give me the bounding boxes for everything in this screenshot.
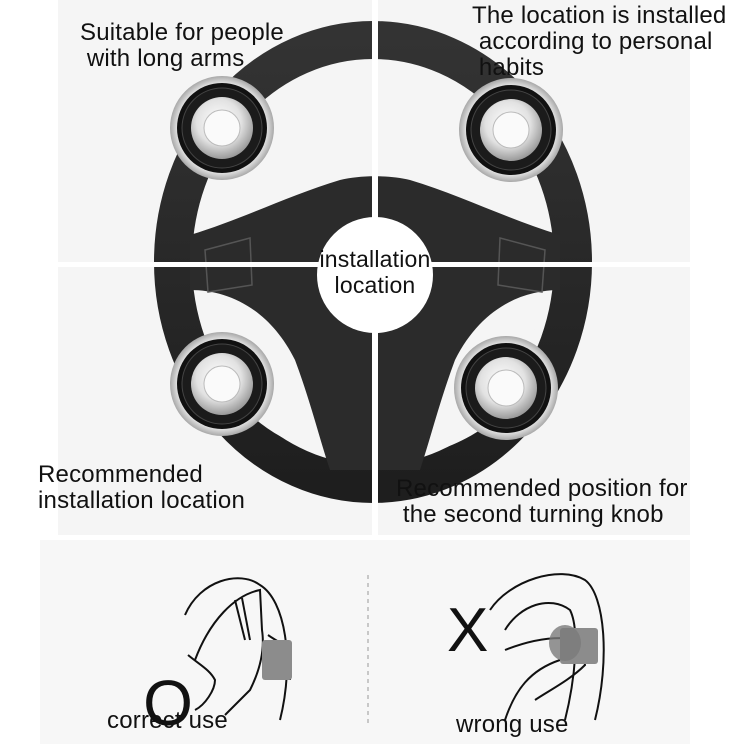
label-top-left: Suitable for people with long arms — [80, 19, 284, 72]
usage-illustrations: O — [143, 573, 605, 739]
label-wrong-use: wrong use — [456, 711, 569, 738]
knob-top-left — [170, 76, 274, 180]
knob-bottom-right — [454, 336, 558, 440]
wrong-symbol: X — [447, 596, 489, 665]
left-control-buttons — [204, 237, 253, 293]
knob-top-right — [459, 78, 563, 182]
steering-wheel-illustration — [154, 21, 592, 503]
label-correct-use: correct use — [107, 707, 228, 734]
knob-bottom-left — [170, 332, 274, 436]
correct-symbol: O — [143, 667, 193, 739]
correct-grip — [262, 640, 292, 680]
label-bottom-left: Recommended installation location — [38, 461, 245, 514]
wrong-knob — [549, 625, 581, 661]
right-control-buttons — [497, 237, 546, 293]
label-top-right: The location is installed according to p… — [472, 2, 727, 81]
label-bottom-right: Recommended position for the second turn… — [396, 475, 688, 528]
center-circle — [317, 217, 433, 333]
label-center: installation location — [319, 246, 431, 298]
